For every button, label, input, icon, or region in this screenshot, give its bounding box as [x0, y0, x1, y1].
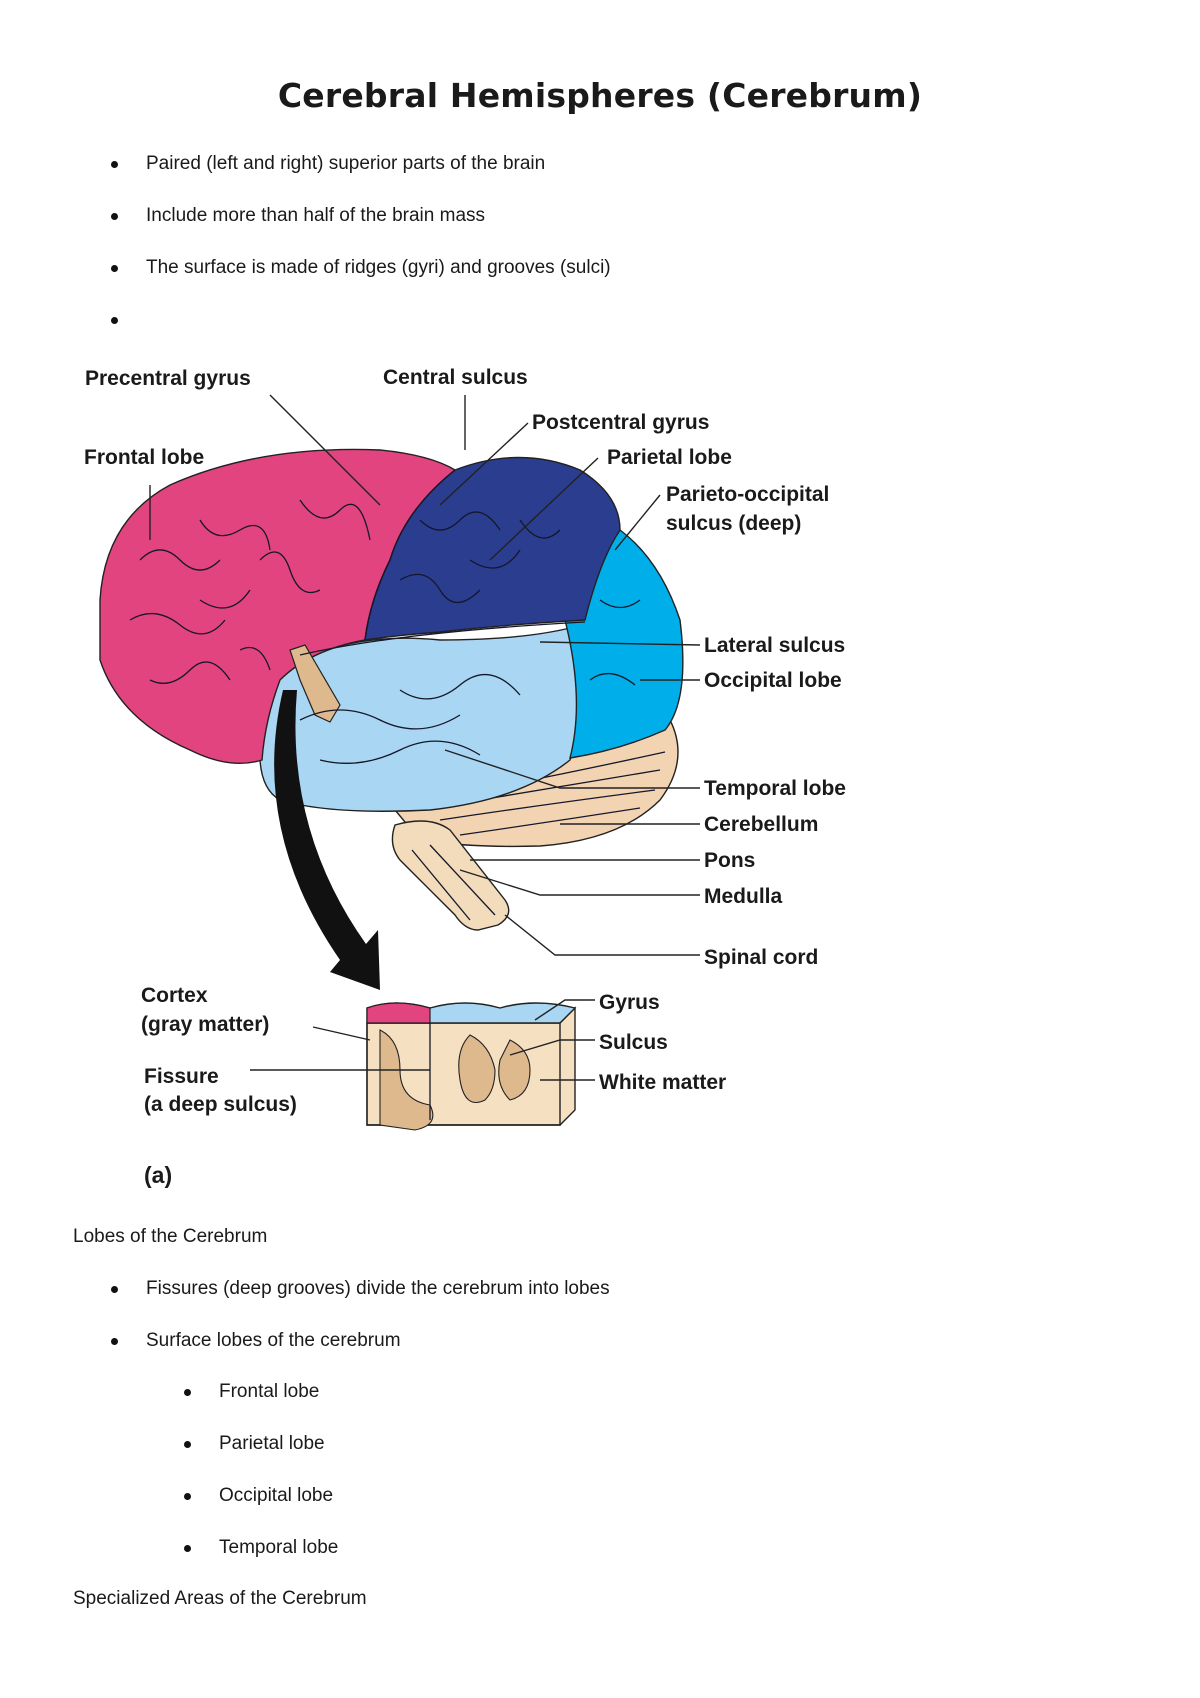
bullet-icon: [111, 1338, 118, 1345]
list-item: Include more than half of the brain mass: [111, 190, 611, 242]
label-cortex-1: Cortex: [141, 984, 208, 1007]
list-item: The surface is made of ridges (gyri) and…: [111, 242, 611, 294]
zoom-arrow: [274, 690, 380, 990]
list-item: Frontal lobe: [184, 1366, 338, 1418]
label-postcentral-gyrus: Postcentral gyrus: [532, 411, 709, 434]
label-medulla: Medulla: [704, 885, 782, 908]
label-sulcus: Sulcus: [599, 1031, 668, 1054]
label-frontal-lobe: Frontal lobe: [84, 446, 204, 469]
label-cerebellum: Cerebellum: [704, 813, 818, 836]
label-panel-a: (a): [144, 1162, 172, 1188]
bullet-icon: [111, 161, 118, 168]
bullet-icon: [184, 1493, 191, 1500]
intro-bullet-list: Paired (left and right) superior parts o…: [111, 138, 611, 346]
label-occipital-lobe: Occipital lobe: [704, 669, 842, 692]
label-spinal-cord: Spinal cord: [704, 946, 818, 969]
list-item: Temporal lobe: [184, 1522, 338, 1574]
bullet-icon: [111, 1286, 118, 1293]
label-parieto-occipital-2: sulcus (deep): [666, 512, 801, 535]
label-gyrus: Gyrus: [599, 991, 660, 1014]
page-title: Cerebral Hemispheres (Cerebrum): [277, 76, 923, 115]
label-precentral-gyrus: Precentral gyrus: [85, 367, 251, 390]
brainstem-region: [391, 820, 510, 931]
bullet-icon: [184, 1389, 191, 1396]
bullet-icon: [111, 317, 118, 324]
list-item: Paired (left and right) superior parts o…: [111, 138, 611, 190]
label-fissure-2: (a deep sulcus): [144, 1093, 297, 1116]
list-item: [111, 294, 611, 346]
insula-patch: [289, 644, 341, 723]
label-pointers: [149, 394, 701, 1081]
label-parieto-occipital-1: Parieto-occipital: [666, 483, 829, 506]
label-temporal-lobe: Temporal lobe: [704, 777, 846, 800]
label-central-sulcus: Central sulcus: [383, 366, 528, 389]
bullet-icon: [111, 265, 118, 272]
bullet-icon: [184, 1545, 191, 1552]
label-lateral-sulcus: Lateral sulcus: [704, 634, 845, 657]
gyri-lines: [129, 499, 641, 764]
list-item: Parietal lobe: [184, 1418, 338, 1470]
label-cortex-2: (gray matter): [141, 1013, 269, 1036]
list-item: Fissures (deep grooves) divide the cereb…: [111, 1263, 610, 1315]
cortex-inset: [366, 1002, 577, 1131]
list-item: Occipital lobe: [184, 1470, 338, 1522]
label-parietal-lobe: Parietal lobe: [607, 446, 732, 469]
list-item: Surface lobes of the cerebrum: [111, 1315, 610, 1367]
bullet-icon: [111, 213, 118, 220]
brain-diagram: Precentral gyrus Central sulcus Postcent…: [84, 366, 846, 1188]
label-pons: Pons: [704, 849, 755, 872]
lobes-heading: Lobes of the Cerebrum: [73, 1226, 268, 1247]
lobes-bullet-list: Fissures (deep grooves) divide the cereb…: [111, 1263, 610, 1367]
label-fissure-1: Fissure: [144, 1065, 219, 1088]
label-white-matter: White matter: [599, 1071, 726, 1094]
specialized-heading: Specialized Areas of the Cerebrum: [73, 1588, 367, 1609]
lobes-sub-bullet-list: Frontal lobe Parietal lobe Occipital lob…: [184, 1366, 338, 1574]
bullet-icon: [184, 1441, 191, 1448]
